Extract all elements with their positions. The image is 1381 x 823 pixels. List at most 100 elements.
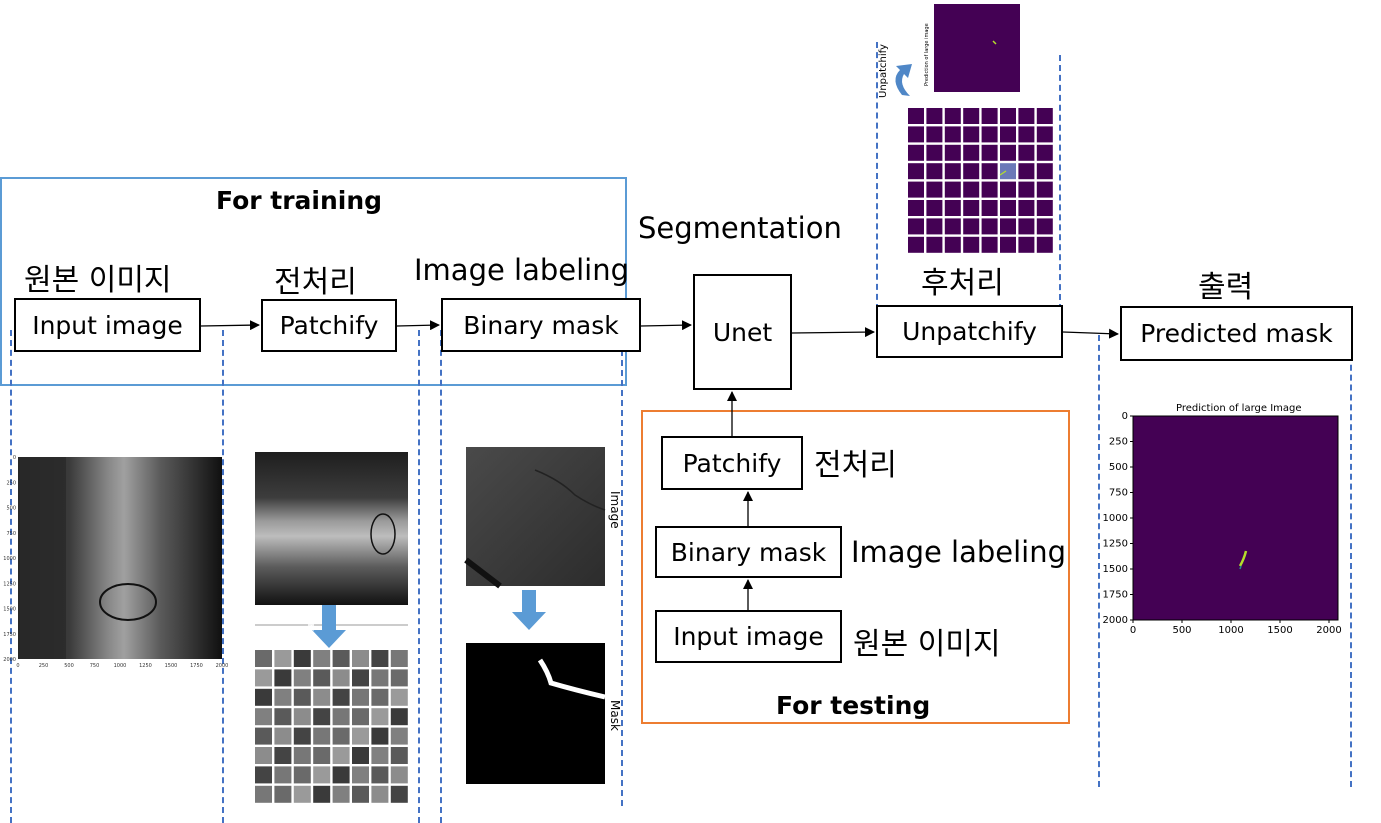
unpatch-tile (981, 126, 998, 143)
unpatch-tile (1036, 144, 1053, 161)
patch-tile (274, 747, 292, 764)
patch-tile (352, 766, 369, 784)
unpatch-tile (1000, 218, 1016, 235)
prediction-title: Prediction of large Image (1176, 403, 1302, 414)
unpatch-tile (981, 144, 998, 161)
y-tick-label: 250 (1109, 437, 1128, 448)
patch-tile (390, 747, 408, 764)
input-x-tick-label: 2000 (216, 663, 229, 669)
unpatch-tile (926, 108, 943, 124)
unpatch-tile (1036, 218, 1053, 235)
unpatch-tile (944, 108, 961, 124)
patch-tile (274, 650, 292, 667)
patch-tile (274, 766, 292, 784)
original-image-heading: 원본 이미지 (24, 263, 172, 298)
patch-tile (332, 785, 350, 803)
unpatch-tile (926, 163, 943, 180)
image-labeling-heading: Image labeling (414, 253, 630, 287)
patch-tile (390, 708, 408, 726)
patch-tile (352, 785, 369, 803)
unpatch-tile (1018, 126, 1035, 143)
patch-tile (313, 669, 331, 687)
binary-mask-box: Binary mask (441, 298, 641, 352)
patch-tile (352, 688, 369, 706)
patch-tile (274, 708, 292, 726)
unet-box: Unet (693, 274, 792, 390)
unpatch-tile (1000, 126, 1016, 143)
x-tick-label: 1500 (1267, 625, 1292, 636)
unpatch-tile (963, 126, 980, 143)
input-x-tick-label: 250 (39, 663, 49, 669)
test-image-labeling-heading: Image labeling (851, 535, 1067, 569)
unpatch-tile (926, 218, 943, 235)
patch-tile (371, 708, 389, 726)
input-x-tick-label: 1750 (190, 663, 203, 669)
patch-tile (293, 727, 311, 745)
test-input-image-box: Input image (655, 610, 842, 663)
input-x-tick-label: 0 (16, 663, 19, 669)
arrow-unet-to-unpatchify (791, 327, 875, 338)
patch-tile (313, 727, 331, 745)
y-tick-label: 0 (1122, 411, 1128, 422)
unpatch-tile (1000, 181, 1016, 198)
x-tick-label: 2000 (1316, 625, 1341, 636)
postprocess-heading: 후처리 (921, 266, 1004, 301)
unpatch-tile (1036, 181, 1053, 198)
unpatch-tile (963, 181, 980, 198)
y-tick-label: 1750 (1103, 590, 1128, 601)
unpatch-tile (926, 200, 943, 216)
predicted-mask-box: Predicted mask (1120, 306, 1353, 361)
input-x-tick-label: 1500 (165, 663, 178, 669)
y-tick-label: 1250 (1103, 539, 1128, 550)
patch-tile (293, 785, 311, 803)
input-y-tick-label: 500 (6, 506, 16, 512)
unpatch-tile (926, 144, 943, 161)
unpatch-tile (963, 108, 980, 124)
patch-tile (274, 785, 292, 803)
unpatch-tile (981, 236, 998, 253)
guide-line (222, 330, 224, 823)
patch-tile (390, 766, 408, 784)
guide-line (621, 330, 623, 806)
input-x-tick-label: 1250 (139, 663, 152, 669)
input-y-tick-label: 250 (6, 480, 16, 486)
input-y-tick-label: 0 (13, 455, 16, 461)
input-y-tick-label: 1750 (3, 632, 16, 638)
patch-tile (293, 747, 311, 764)
patch-tile (371, 766, 389, 784)
unpatch-tile (944, 218, 961, 235)
input-image-box: Input image (14, 298, 201, 352)
segmentation-heading: Segmentation (638, 211, 842, 245)
patch-tile (293, 650, 311, 667)
patch-tile (255, 669, 272, 687)
testing-title: For testing (776, 691, 931, 720)
patch-tile (352, 650, 369, 667)
x-tick-label: 0 (1130, 625, 1136, 636)
patch-tile (313, 650, 331, 667)
unpatch-tile (908, 126, 924, 143)
unpatch-tile (1000, 163, 1016, 180)
unpatch-tile (981, 163, 998, 180)
unpatch-tile (981, 181, 998, 198)
unpatch-tile (944, 236, 961, 253)
patch-tile (255, 766, 272, 784)
unpatch-tile (908, 200, 924, 216)
input-y-tick-label: 1250 (3, 581, 16, 587)
test-original-image-heading: 원본 이미지 (853, 627, 1001, 662)
unpatch-tile (963, 163, 980, 180)
patch-tile (352, 747, 369, 764)
patch-tile (332, 669, 350, 687)
patch-tile (293, 708, 311, 726)
patch-tile (390, 669, 408, 687)
guide-line (1098, 335, 1100, 787)
patch-tile (332, 766, 350, 784)
unpatch-tile (926, 181, 943, 198)
arrow-mask-to-unet (640, 320, 692, 331)
patch-tile (293, 766, 311, 784)
unpatchify-box: Unpatchify (876, 305, 1063, 358)
input-y-tick-label: 750 (6, 531, 16, 537)
